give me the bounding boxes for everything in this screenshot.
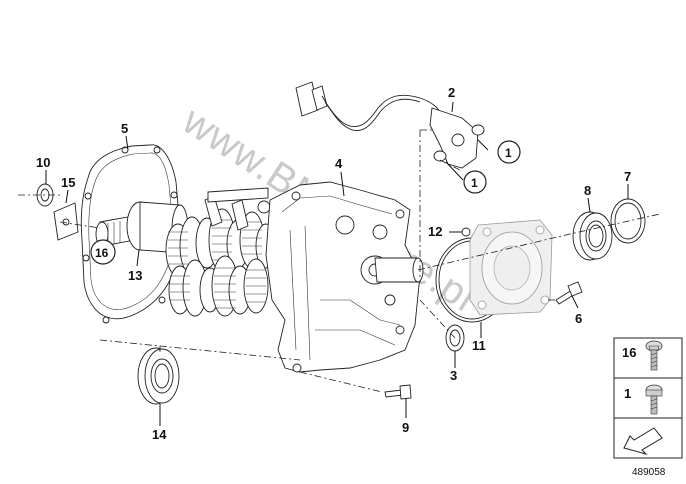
label-part-3: 3 — [450, 368, 457, 383]
torx-screw-icon — [645, 340, 663, 371]
label-part-9: 9 — [402, 420, 409, 435]
ball-bearing-left — [137, 347, 180, 405]
assembly-axis-lines — [18, 129, 661, 393]
legend-label-16: 16 — [622, 345, 636, 360]
exchange-arrow-icon — [623, 427, 663, 455]
callout-circle-1b: 1 — [463, 170, 487, 194]
callout-circle-1a: 1 — [497, 140, 521, 164]
bolt-right — [555, 281, 583, 305]
legend-panel: 16 1 — [613, 337, 683, 459]
gear-cluster — [165, 187, 277, 317]
label-part-7: 7 — [624, 169, 631, 184]
ball-bearing-right — [572, 211, 613, 261]
label-part-12: 12 — [428, 224, 442, 239]
part-labels: 2 4 5 7 8 10 15 13 12 11 3 6 14 9 — [36, 85, 631, 442]
transmission-housing — [265, 181, 424, 373]
bolt-bottom — [384, 384, 412, 400]
label-part-1b: 1 — [471, 176, 478, 190]
gasket-housing-cover — [80, 144, 182, 324]
callout-circle-16: 16 — [90, 239, 116, 265]
gear-position-sensor — [295, 81, 485, 169]
label-part-11: 11 — [472, 338, 486, 353]
leader-lines — [45, 101, 629, 426]
label-part-6: 6 — [575, 311, 582, 326]
hex-screw-icon — [645, 384, 663, 415]
label-part-1a: 1 — [505, 146, 512, 160]
label-part-8: 8 — [584, 183, 591, 198]
bearing-cover — [469, 219, 553, 316]
diagram-id: 489058 — [632, 467, 666, 478]
legend-label-1: 1 — [624, 386, 631, 401]
label-part-10: 10 — [36, 155, 50, 170]
small-oring — [461, 227, 471, 237]
label-part-14: 14 — [152, 427, 167, 442]
label-part-13: 13 — [128, 268, 142, 283]
label-part-16: 16 — [95, 246, 109, 260]
label-part-2: 2 — [448, 85, 455, 100]
label-part-15: 15 — [61, 175, 75, 190]
bracket-plate — [53, 202, 79, 241]
label-part-5: 5 — [121, 121, 128, 136]
label-part-4: 4 — [335, 156, 343, 171]
